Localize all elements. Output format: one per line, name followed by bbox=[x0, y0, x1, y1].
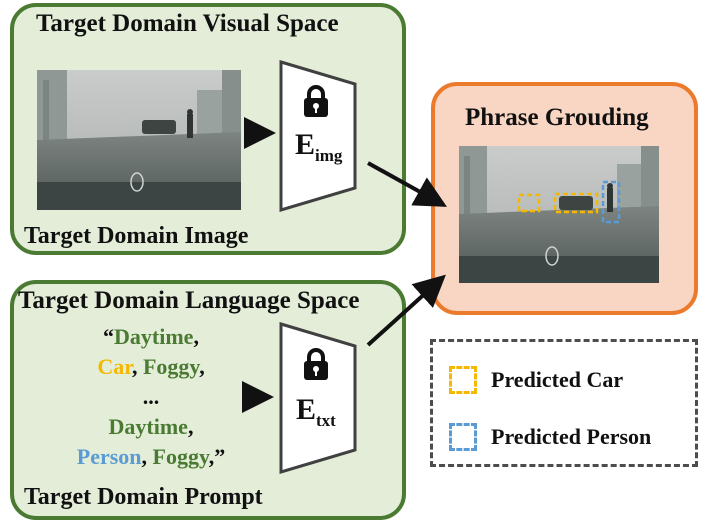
img-encoder-to-grounding-arrow bbox=[367, 161, 447, 207]
prompt-line: Car, Foggy, bbox=[56, 352, 246, 382]
prompt-segment: , bbox=[199, 354, 205, 379]
prompt-line: Person, Foggy,” bbox=[56, 442, 246, 472]
image-encoder bbox=[279, 59, 357, 213]
visual-space-title: Target Domain Visual Space bbox=[36, 10, 339, 37]
target-domain-image bbox=[37, 70, 241, 210]
person-legend-label: Predicted Person bbox=[491, 424, 652, 449]
prompt-segment: Foggy bbox=[142, 354, 200, 379]
prompt-segment: Car bbox=[97, 354, 132, 379]
prompt-line: “Daytime, bbox=[56, 322, 246, 352]
txt-encoder-to-grounding-arrow bbox=[366, 274, 446, 347]
target-prompt-label: Target Domain Prompt bbox=[24, 484, 263, 510]
prompt-segment: Foggy bbox=[152, 444, 209, 469]
prompt-segment: , bbox=[187, 414, 194, 439]
prompt-segment: , bbox=[141, 444, 153, 469]
target-domain-prompt: “Daytime,Car, Foggy,...Daytime,Person, F… bbox=[56, 322, 246, 472]
person-legend-swatch bbox=[449, 423, 477, 451]
prompt-segment: Daytime bbox=[108, 414, 188, 439]
grounding-result-image bbox=[459, 146, 659, 283]
lock-icon bbox=[302, 347, 330, 386]
prompt-segment: “ bbox=[103, 324, 115, 349]
prompt-segment: , bbox=[193, 324, 199, 349]
text-encoder bbox=[279, 321, 357, 475]
lock-icon bbox=[302, 84, 330, 123]
car-legend-swatch bbox=[449, 366, 477, 394]
language-space-panel bbox=[10, 280, 406, 520]
prompt-segment: Person bbox=[76, 444, 142, 469]
prompt-segment: , bbox=[131, 354, 143, 379]
car-legend-label: Predicted Car bbox=[491, 367, 624, 392]
predicted-car-box bbox=[553, 192, 599, 214]
text-encoder-label: Etxt bbox=[296, 393, 336, 430]
predicted-person-box bbox=[601, 180, 621, 224]
predicted-car-box bbox=[517, 193, 541, 213]
phrase-grounding-title: Phrase Grouding bbox=[465, 104, 649, 131]
prompt-segment: Daytime bbox=[114, 324, 194, 349]
target-image-label: Target Domain Image bbox=[24, 223, 249, 249]
prompt-segment: ,” bbox=[208, 444, 226, 469]
language-space-title: Target Domain Language Space bbox=[18, 287, 360, 314]
prompt-segment: ... bbox=[142, 384, 160, 409]
image-encoder-label: Eimg bbox=[295, 128, 343, 165]
prompt-line: Daytime, bbox=[56, 412, 246, 442]
prompt-line: ... bbox=[56, 382, 246, 412]
